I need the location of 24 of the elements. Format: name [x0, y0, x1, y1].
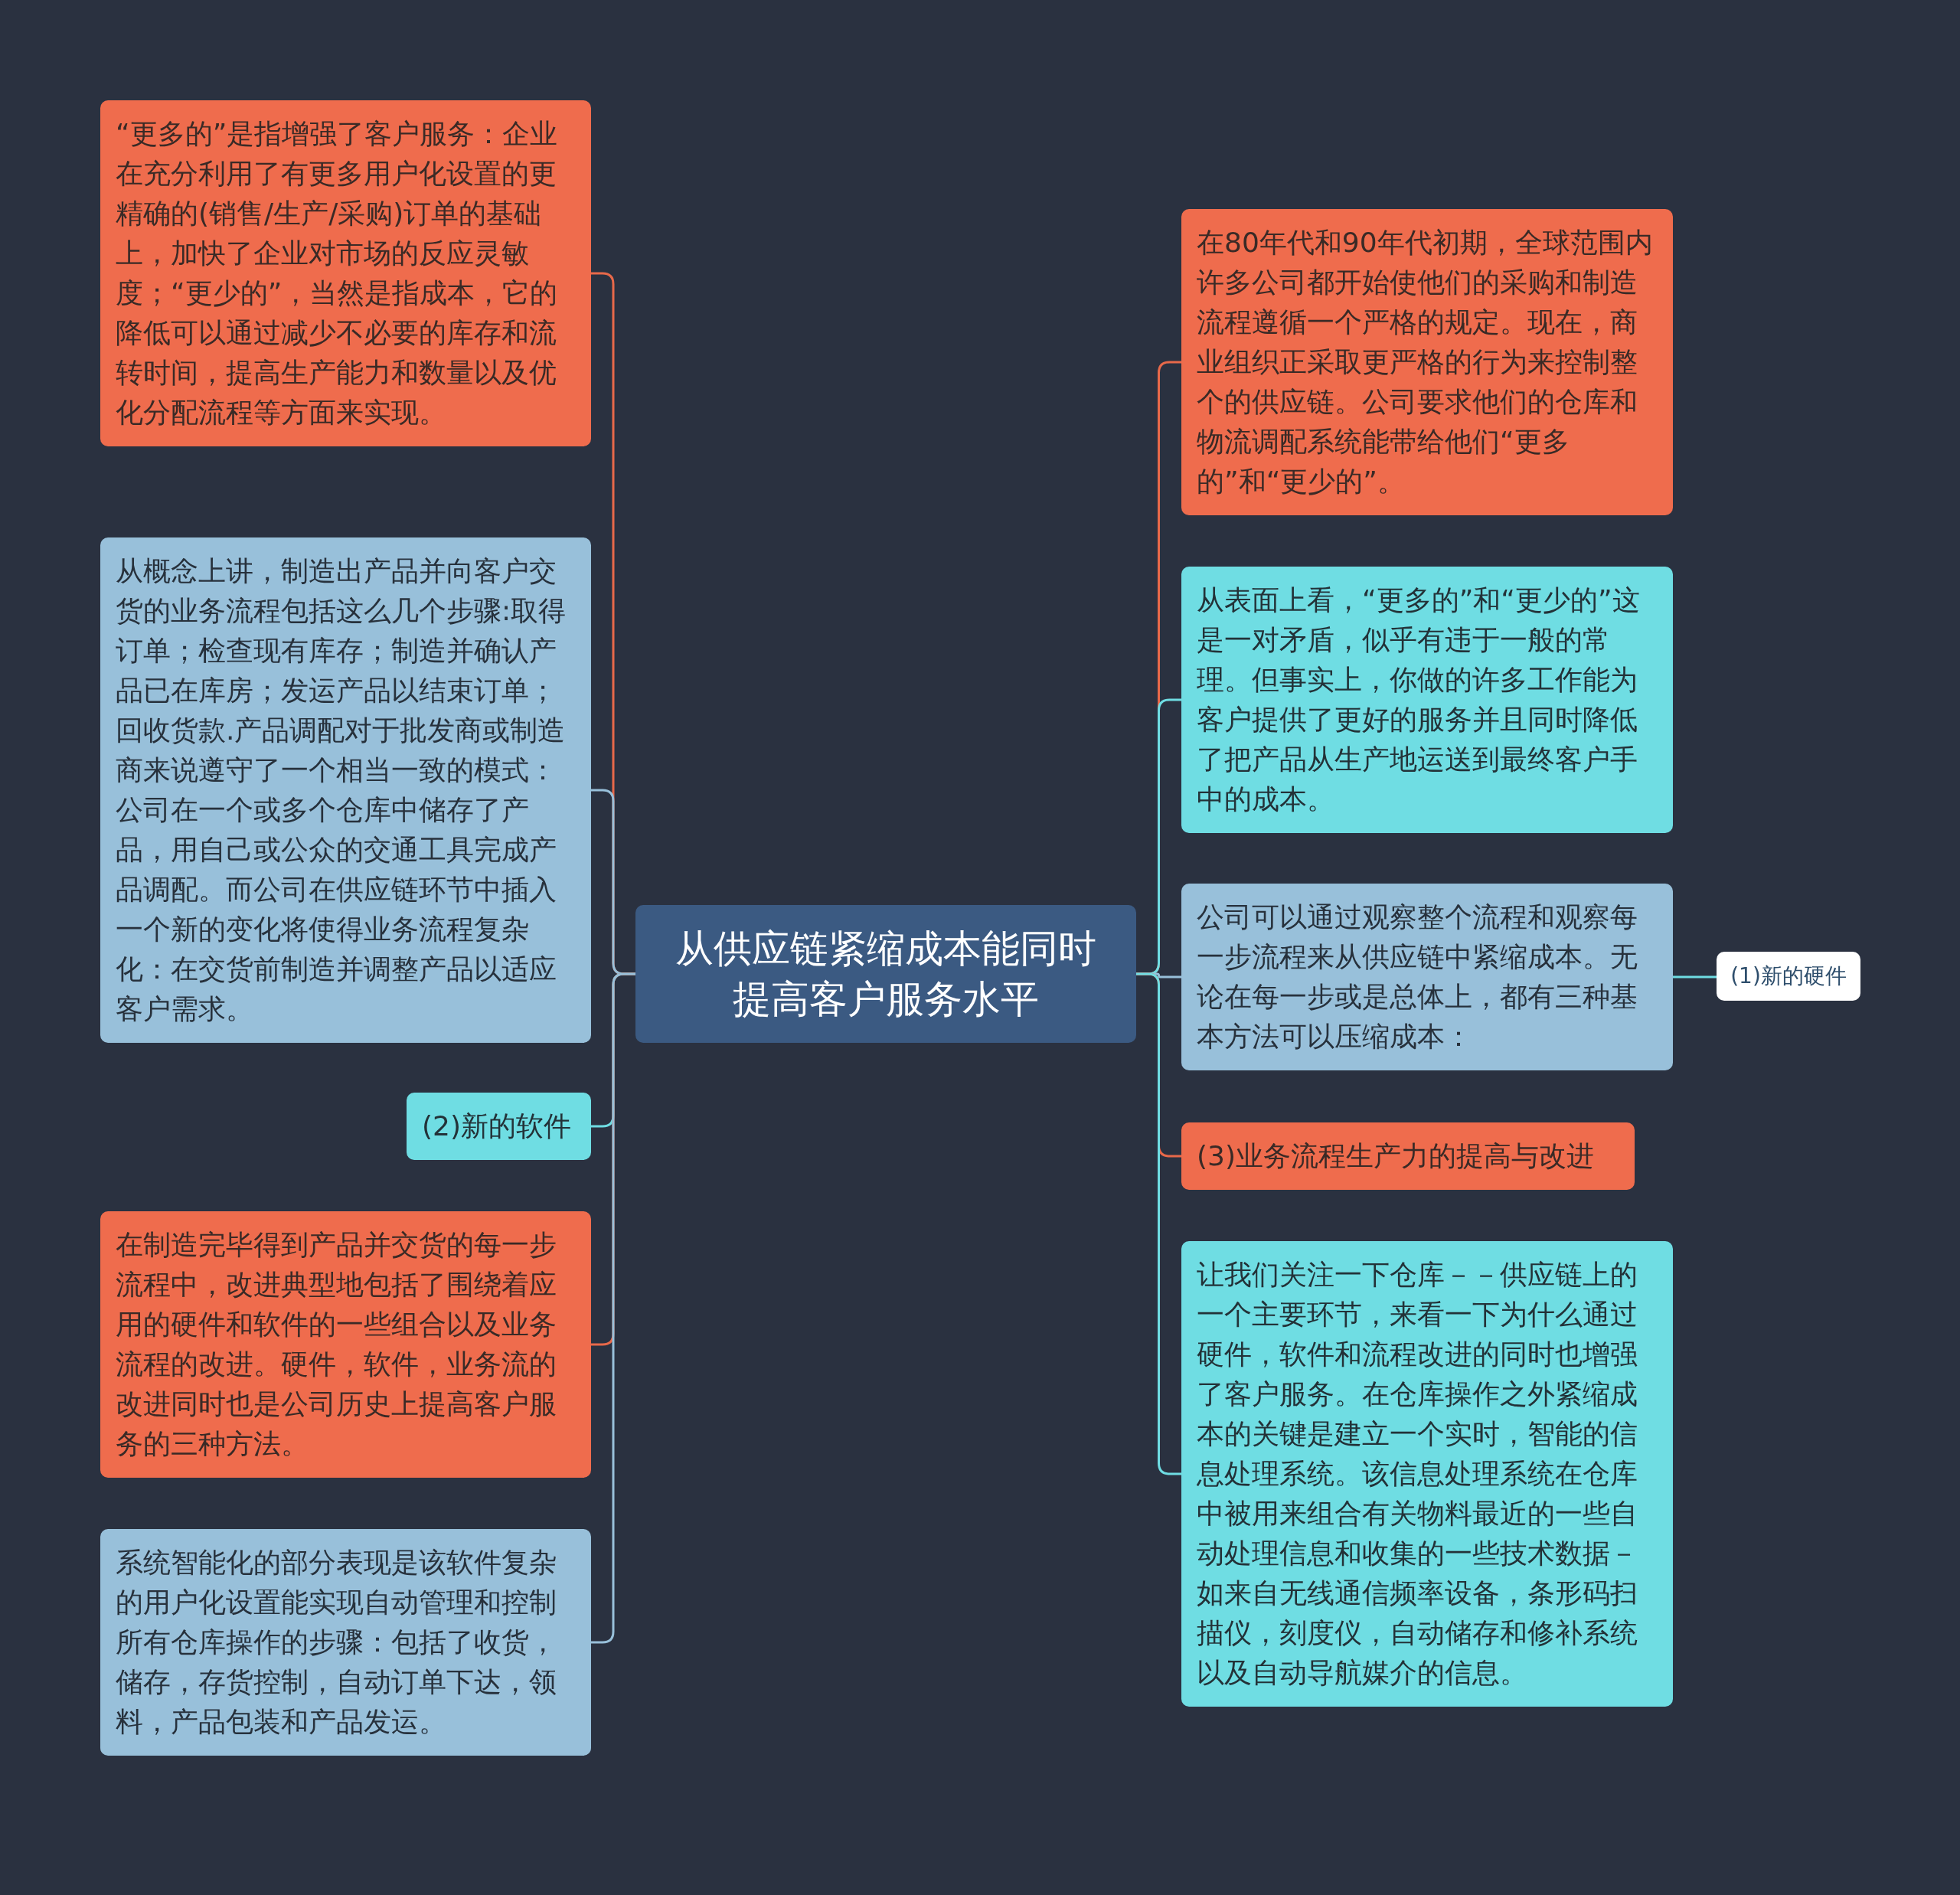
topic-text: 在制造完毕得到产品并交货的每一步流程中，改进典型地包括了围绕着应用的硬件和软件的一些组合以及业务流程的改进。硬件，软件，业务流的改进同时也是公司历史上提高客户服务的三种方法。: [116, 1228, 557, 1461]
topic-box: [1181, 209, 1673, 515]
topic-text: 从概念上讲，制造出产品并向客户交货的业务流程包括这么几个步骤:取得订单；检查现有库存；制造并确认产品已在库房；发运产品以结束订单；回收货款.产品调配对于批发商或制造商来说遵守了一个相当一致的模式：公司在一个或多个仓库中储存了产品，用自己或公众的交通工具完成产品调配。而公司在供应链环节中插入一个新的变化将使得业务流程复杂化：在交货前制造并调整产品以适应客户需求。: [116, 554, 567, 1026]
topic-box: [1181, 567, 1673, 833]
topic-text: (3)业务流程生产力的提高与改进: [1197, 1139, 1595, 1173]
topic-box: [100, 100, 591, 446]
connector-line: [1673, 975, 1717, 979]
topic-text: 在80年代和90年代初期，全球范围内许多公司都开始使他们的采购和制造流程遵循一个严格的规定。现在，商业组织正采取更严格的行为来控制整个的供应链。公司要求他们的仓库和物流调配系统能带给他们“更多的”和“更少的”。: [1197, 226, 1654, 498]
topic-text: (2)新的软件: [422, 1109, 572, 1143]
topic-text: “更多的”是指增强了客户服务：企业在充分利用了有更多用户化设置的更精确的(销售/生产/采购)订单的基础上，加快了企业对市场的反应灵敏度；“更少的”，当然是指成本，它的降低可以通过减少不必要的库存和流转时间，提高生产能力和数量以及优化分配流程等方面来实现。: [116, 117, 559, 430]
topic-text: 系统智能化的部分表现是该软件复杂的用户化设置能实现自动管理和控制所有仓库操作的步骤：包括了收货，储存，存货控制，自动订单下达，领料，产品包装和产品发运。: [116, 1546, 557, 1739]
topic-box: [1181, 884, 1673, 1070]
topic-box: [1181, 1241, 1673, 1707]
topic-box: [100, 1529, 591, 1756]
topic-box: [1181, 1122, 1635, 1190]
central-topic-box: [635, 905, 1136, 1043]
topic-text: 让我们关注一下仓库－－供应链上的一个主要环节，来看一下为什么通过硬件，软件和流程改进的同时也增强了客户服务。在仓库操作之外紧缩成本的关键是建立一个实时，智能的信息处理系统。该信息处理系统在仓库中被用来组合有关物料最近的一些自动处理信息和收集的一些技术数据－如来自无线通信频率设备，条形码扫描仪，刻度仪，自动储存和修补系统以及自动导航媒介的信息。: [1197, 1258, 1638, 1690]
topic-text: (1)新的硬件: [1730, 962, 1847, 990]
topic-text: 从表面上看，“更多的”和“更少的”这是一对矛盾，似乎有违于一般的常理。但事实上，你做的许多工作能为客户提供了更好的服务并且同时降低了把产品从生产地运送到最终客户手中的成本。: [1197, 583, 1641, 816]
topic-text: 从供应链紧缩成本能同时提高客户服务水平: [675, 926, 1097, 1023]
topic-text: 公司可以通过观察整个流程和观察每一步流程来从供应链中紧缩成本。无论在每一步或是总体上，都有三种基本方法可以压缩成本：: [1197, 900, 1638, 1054]
topic-box: [407, 1093, 591, 1160]
topic-box: [100, 1211, 591, 1478]
topic-box: [1717, 952, 1860, 1001]
